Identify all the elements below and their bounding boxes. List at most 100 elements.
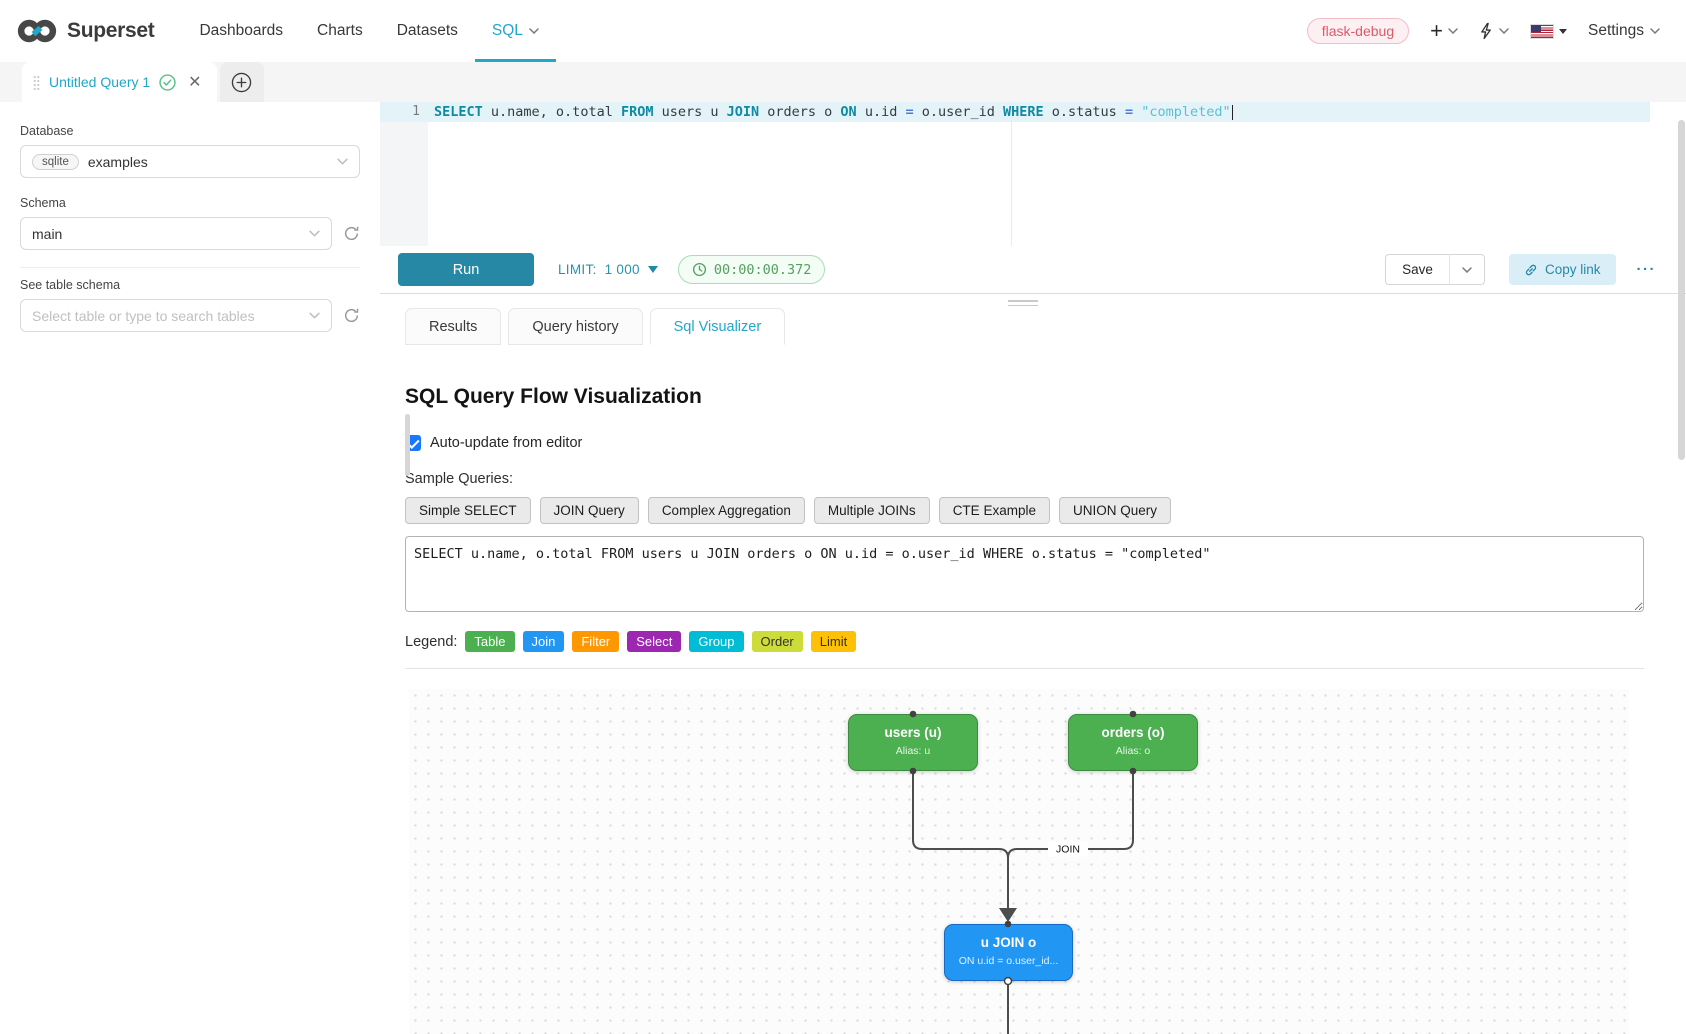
- more-options-button[interactable]: ···: [1636, 261, 1656, 278]
- limit-label: LIMIT:: [558, 262, 597, 277]
- sql-token: SELECT: [434, 104, 483, 120]
- sample-query-button-complex-aggregation[interactable]: Complex Aggregation: [647, 497, 805, 524]
- new-query-tab-button[interactable]: [219, 62, 264, 102]
- nav-item-datasets[interactable]: Datasets: [380, 0, 475, 62]
- page-scrollbar[interactable]: [1678, 120, 1685, 460]
- navbar-right: flask-debug + Settings: [1306, 18, 1660, 44]
- editor-gutter: [380, 102, 428, 246]
- flow-canvas[interactable]: JOIN users (u)Alias: u orders (o)Alias: o…: [409, 689, 1629, 1034]
- tab-results[interactable]: Results: [405, 308, 502, 345]
- sample-query-button-union-query[interactable]: UNION Query: [1058, 497, 1171, 524]
- save-dropdown-button[interactable]: [1448, 254, 1485, 285]
- chevron-down-icon: [1499, 28, 1509, 34]
- join-edge-label: JOIN: [1056, 844, 1080, 856]
- copy-link-label: Copy link: [1544, 262, 1601, 277]
- close-tab-icon[interactable]: ✕: [188, 74, 202, 91]
- refresh-schema-button[interactable]: [343, 225, 360, 242]
- flow-node-table-users[interactable]: users (u)Alias: u: [848, 714, 978, 771]
- sql-token: JOIN: [726, 104, 760, 120]
- text-cursor: [1231, 105, 1234, 120]
- sql-token: users u: [653, 104, 727, 120]
- query-timer: 00:00:00.372: [677, 255, 826, 284]
- navbar: Superset Dashboards Charts Datasets SQL fla…: [0, 0, 1686, 62]
- superset-logo[interactable]: Superset: [16, 17, 155, 45]
- sql-token: u.id: [856, 104, 906, 120]
- nav-item-label: Datasets: [396, 22, 458, 39]
- sample-query-button-cte-example[interactable]: CTE Example: [938, 497, 1050, 524]
- sql-token: FROM: [620, 104, 654, 120]
- refresh-icon: [344, 226, 359, 241]
- legend-badge-table: Table: [465, 631, 515, 652]
- nav-item-sql[interactable]: SQL: [474, 0, 556, 62]
- sample-query-button-simple-select[interactable]: Simple SELECT: [405, 497, 531, 524]
- sidebar-resize-handle[interactable]: [405, 414, 410, 476]
- primary-nav: Dashboards Charts Datasets SQL: [182, 0, 556, 62]
- chevron-down-icon: [1462, 266, 1472, 273]
- sql-editor[interactable]: 1 SELECT u.name, o.total FROM users u JO…: [380, 102, 1686, 246]
- database-select[interactable]: sqlite examples: [20, 145, 360, 178]
- run-button[interactable]: Run: [398, 253, 534, 286]
- pane-resize-handle[interactable]: [1008, 300, 1038, 309]
- lightning-bolt-icon: [1481, 22, 1491, 40]
- flow-node-table-orders[interactable]: orders (o)Alias: o: [1068, 714, 1198, 771]
- timer-value: 00:00:00.372: [713, 261, 812, 278]
- active-line-highlight: [380, 102, 1650, 122]
- nav-item-charts[interactable]: Charts: [300, 0, 380, 62]
- table-schema-label: See table schema: [20, 278, 121, 292]
- flow-node-title: orders (o): [1101, 725, 1165, 740]
- tab-query-history[interactable]: Query history: [508, 308, 643, 345]
- alerts-menu[interactable]: [1479, 22, 1509, 40]
- query-tab[interactable]: Untitled Query 1 ✕: [22, 62, 217, 102]
- save-button[interactable]: Save: [1384, 254, 1449, 285]
- infinity-logo-icon: [17, 19, 57, 43]
- nav-item-dashboards[interactable]: Dashboards: [182, 0, 300, 62]
- new-item-menu[interactable]: +: [1430, 20, 1458, 42]
- database-engine-badge: sqlite: [32, 153, 79, 170]
- drag-grip-icon[interactable]: [33, 74, 40, 90]
- sql-token: ON: [840, 104, 857, 120]
- schema-select[interactable]: main: [20, 217, 332, 250]
- nav-item-label: Charts: [317, 22, 363, 39]
- chevron-down-icon: [529, 28, 539, 34]
- sql-token: o.status: [1043, 104, 1125, 120]
- legend-badge-group: Group: [689, 631, 744, 652]
- legend-badge-limit: Limit: [810, 631, 857, 652]
- sample-query-button-join-query[interactable]: JOIN Query: [539, 497, 639, 524]
- limit-dropdown[interactable]: LIMIT: 1 000: [558, 262, 658, 277]
- schema-label: Schema: [20, 196, 66, 210]
- refresh-tables-button[interactable]: [343, 307, 360, 324]
- sql-token: o.user_id: [913, 104, 1004, 120]
- sql-token: WHERE: [1003, 104, 1044, 120]
- language-selector[interactable]: [1529, 23, 1567, 39]
- caret-down-icon: [1558, 28, 1567, 34]
- query-tab-bar: Untitled Query 1 ✕: [0, 62, 1686, 102]
- sql-code-line: SELECT u.name, o.total FROM users u JOIN…: [434, 104, 1234, 121]
- tab-sql-visualizer[interactable]: Sql Visualizer: [649, 308, 786, 345]
- chevron-down-icon: [337, 158, 348, 165]
- sql-input-textarea[interactable]: SELECT u.name, o.total FROM users u JOIN…: [405, 536, 1644, 612]
- legend-badge-select: Select: [627, 631, 682, 652]
- print-margin-line: [1011, 102, 1012, 246]
- sample-query-button-multiple-joins[interactable]: Multiple JOINs: [813, 497, 930, 524]
- link-icon: [1525, 264, 1537, 275]
- save-split-button: Save: [1384, 254, 1485, 285]
- flow-node-title: u JOIN o: [980, 935, 1037, 950]
- chevron-down-icon: [309, 312, 320, 319]
- main-pane: 1 SELECT u.name, o.total FROM users u JO…: [380, 102, 1686, 1034]
- sql-token: [1133, 104, 1141, 120]
- settings-menu[interactable]: Settings: [1588, 22, 1660, 40]
- query-tab-label: Untitled Query 1: [49, 74, 151, 90]
- chevron-down-icon: [1448, 28, 1458, 34]
- plus-icon: +: [1430, 18, 1443, 43]
- chevron-down-icon: [1650, 28, 1660, 34]
- table-search-select[interactable]: Select table or type to search tables: [20, 299, 332, 332]
- sqllab-sidebar: Database sqlite examples Schema main See…: [0, 102, 380, 1034]
- sample-query-buttons: Simple SELECT JOIN Query Complex Aggregati…: [405, 497, 1644, 524]
- legend-label: Legend:: [405, 633, 458, 650]
- sql-token: =: [905, 104, 914, 120]
- sidebar-divider: [20, 267, 360, 268]
- copy-link-button[interactable]: Copy link: [1508, 254, 1616, 285]
